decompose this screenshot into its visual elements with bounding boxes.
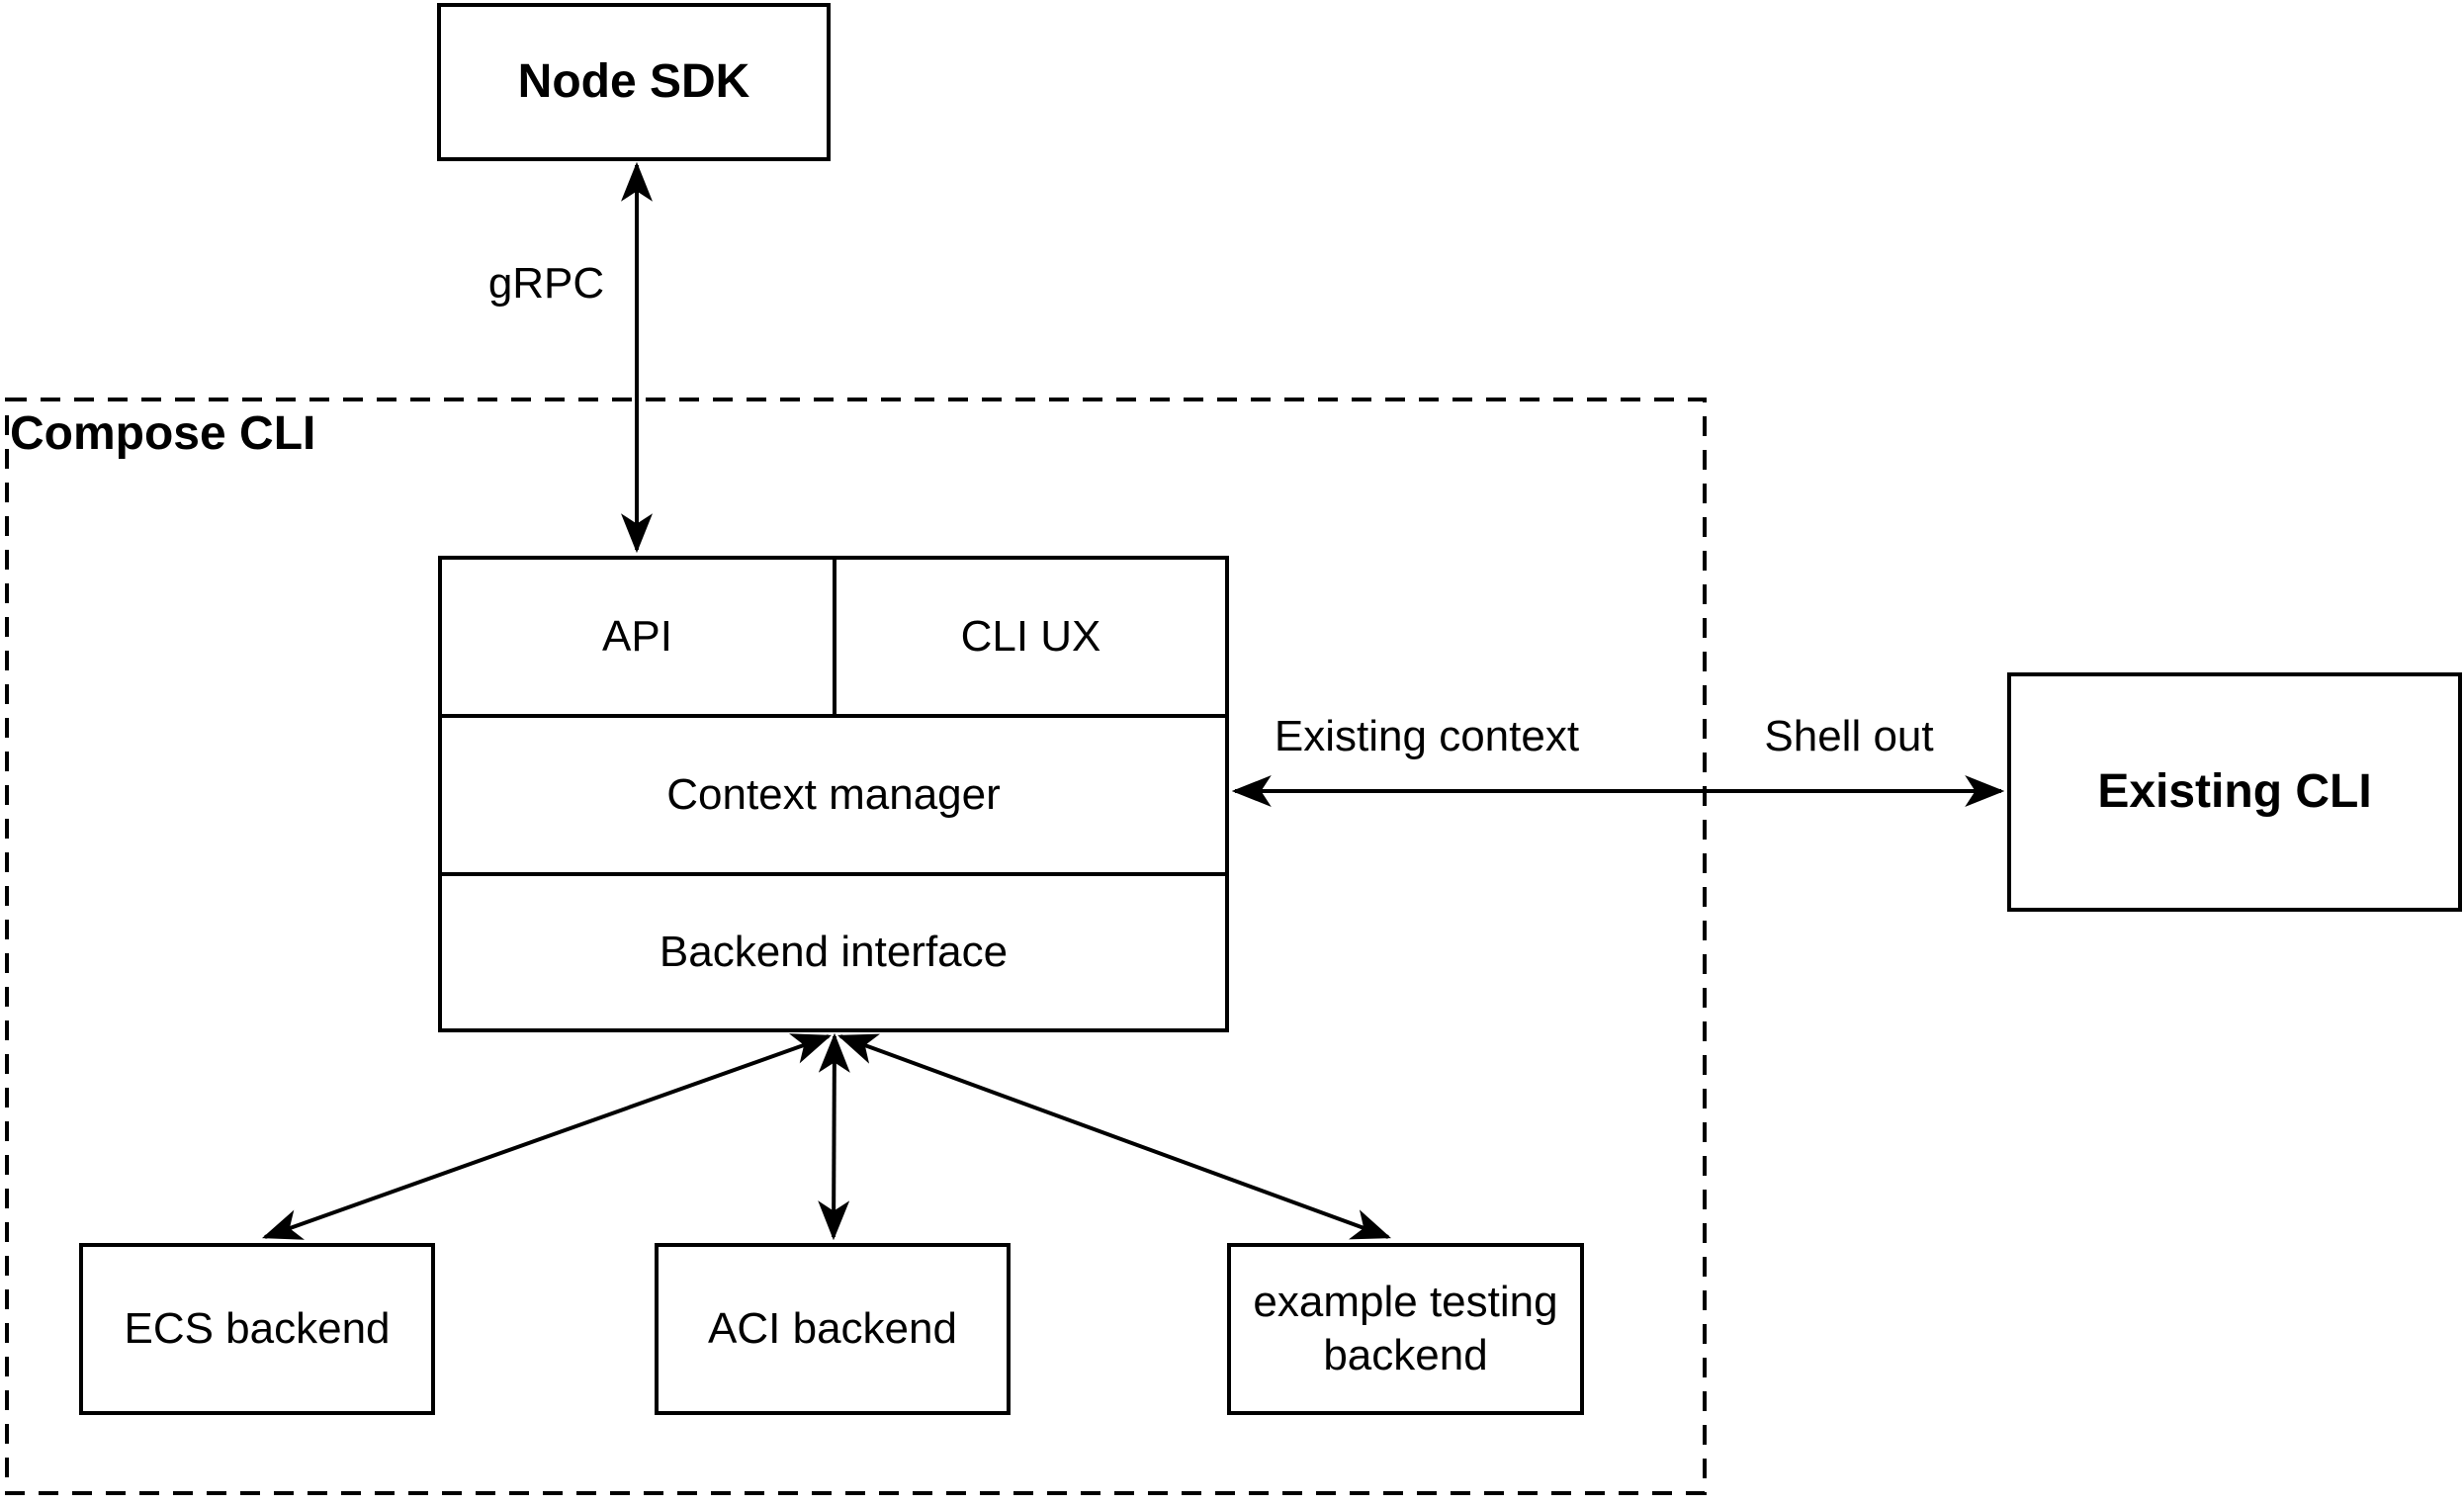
cli-ux-label: CLI UX (960, 612, 1101, 661)
edge-backend-interface-example (836, 1033, 1392, 1240)
node-node-sdk: Node SDK (437, 3, 831, 161)
example-testing-backend-label: example testing backend (1253, 1278, 1558, 1379)
edge-label-shell-out: Shell out (1740, 710, 1958, 763)
edge-backend-interface-aci (818, 1032, 850, 1241)
compose-cli-container-label: Compose CLI (10, 407, 316, 460)
backend-interface-label: Backend interface (659, 928, 1009, 976)
node-aci-backend: ACI backend (655, 1243, 1011, 1415)
grpc-label: gRPC (487, 259, 605, 308)
ecs-backend-label: ECS backend (124, 1304, 391, 1353)
edge-label-existing-context: Existing context (1254, 710, 1600, 763)
edge-backend-interface-ecs (261, 1033, 833, 1240)
api-label: API (602, 612, 672, 661)
compose-cli-container-border (5, 398, 1707, 1495)
cell-backend-interface: Backend interface (442, 876, 1225, 1028)
cell-api: API (442, 560, 836, 714)
stack-row-context-manager: Context manager (442, 718, 1225, 876)
edge-label-grpc: gRPC (475, 257, 618, 310)
context-manager-label: Context manager (666, 770, 1001, 819)
stack-row-top: API CLI UX (442, 560, 1225, 718)
node-example-testing-backend: example testing backend (1227, 1243, 1584, 1415)
compose-cli-stack: API CLI UX Context manager Backend inter… (438, 556, 1229, 1032)
existing-context-label: Existing context (1274, 712, 1580, 760)
shell-out-label: Shell out (1764, 712, 1934, 760)
cell-context-manager: Context manager (442, 718, 1225, 872)
node-ecs-backend: ECS backend (79, 1243, 435, 1415)
node-existing-cli: Existing CLI (2007, 672, 2462, 912)
existing-cli-label: Existing CLI (2097, 765, 2372, 818)
cell-cli-ux: CLI UX (836, 560, 1225, 714)
aci-backend-label: ACI backend (708, 1304, 957, 1353)
stack-row-backend-interface: Backend interface (442, 876, 1225, 1028)
node-sdk-label: Node SDK (517, 55, 750, 108)
